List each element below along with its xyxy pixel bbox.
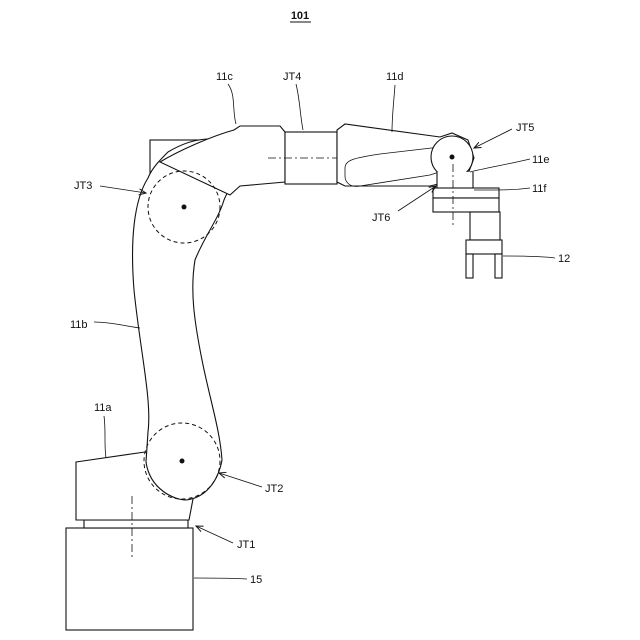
jt5-center — [450, 155, 455, 160]
leader-15 — [194, 578, 247, 579]
arrow-jt3 — [100, 186, 146, 193]
leader-12 — [503, 256, 555, 258]
label-11e: 11e — [532, 154, 550, 166]
label-jt5: JT5 — [516, 122, 534, 134]
label-11a: 11a — [94, 402, 112, 414]
label-11f: 11f — [532, 183, 547, 195]
leader-jt4 — [296, 84, 303, 130]
gripper-body — [466, 240, 502, 254]
leader-11b — [94, 322, 140, 328]
gripper-finger-left — [466, 254, 473, 278]
figure-number: 101 — [291, 10, 309, 22]
arrow-jt2 — [219, 473, 262, 487]
arrow-jt6 — [398, 186, 436, 211]
base-block — [66, 528, 193, 630]
label-jt1: JT1 — [237, 539, 255, 551]
label-11d: 11d — [386, 71, 404, 83]
arrow-jt1 — [196, 526, 233, 543]
base-plate — [84, 520, 188, 528]
gripper-bracket — [470, 212, 500, 240]
label-jt2: JT2 — [265, 483, 283, 495]
jt3-center — [182, 205, 187, 210]
label-15: 15 — [250, 574, 262, 586]
leader-11c — [228, 84, 236, 124]
link-11f — [433, 188, 499, 198]
leader-11e — [470, 159, 530, 172]
flange-plate — [433, 198, 499, 212]
link-11e — [437, 172, 473, 188]
jt2-center — [180, 459, 185, 464]
label-jt3: JT3 — [74, 180, 92, 192]
leader-11a — [104, 416, 106, 458]
label-11b: 11b — [70, 319, 88, 331]
gripper-finger-right — [495, 254, 502, 278]
leader-11d — [392, 85, 395, 132]
arrow-jt5 — [474, 129, 512, 148]
label-jt6: JT6 — [372, 212, 390, 224]
label-11c: 11c — [216, 71, 233, 83]
label-jt4: JT4 — [283, 71, 301, 83]
label-12: 12 — [558, 253, 570, 265]
